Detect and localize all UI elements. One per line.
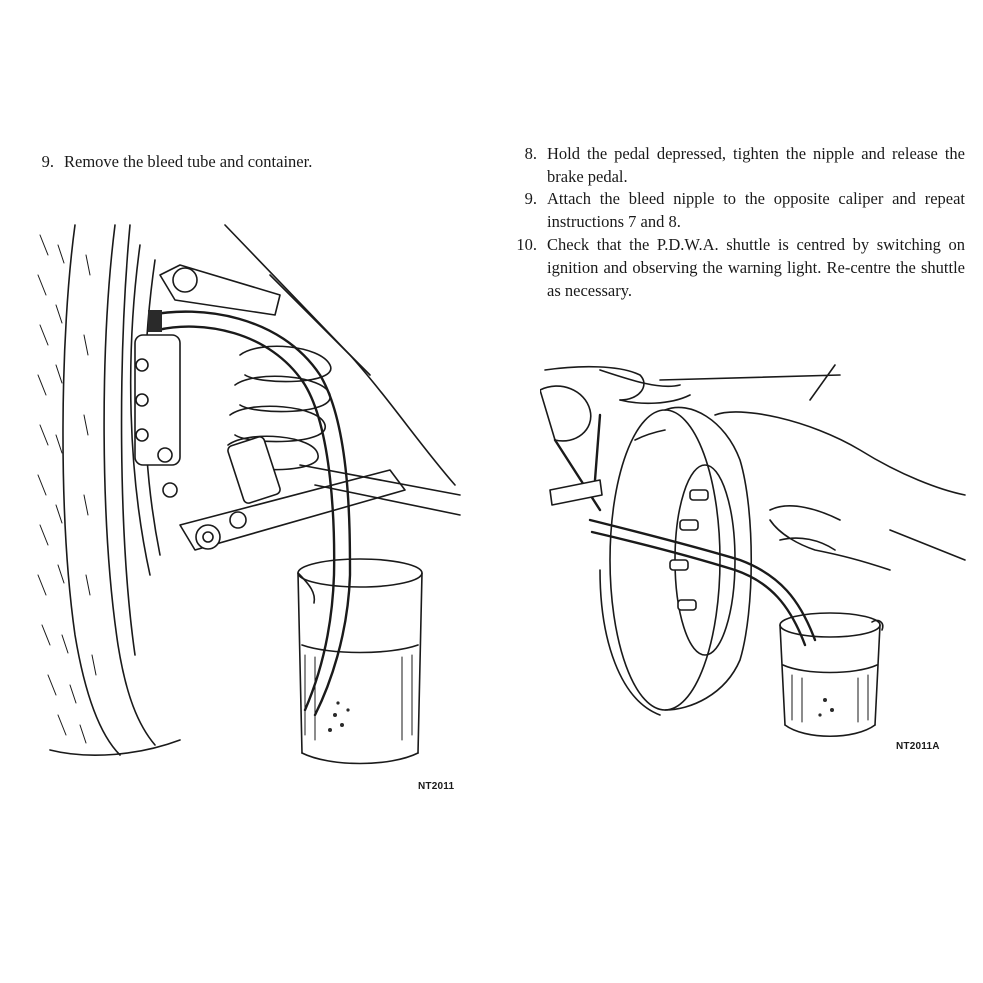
step-number: 9.: [41, 152, 54, 171]
right-step-8: 8. Hold the pedal depressed, tighten the…: [503, 142, 965, 188]
step-text: Attach the bleed nipple to the opposite …: [547, 189, 965, 231]
step-text: Check that the P.D.W.A. shuttle is centr…: [547, 235, 965, 300]
step-number: 10.: [516, 235, 537, 254]
right-step-9: 9. Attach the bleed nipple to the opposi…: [503, 187, 965, 233]
bleed-tube-icon: [148, 310, 352, 717]
wheel-studs-icon: [669, 489, 709, 611]
rear-brake-bleed-illustration: [540, 364, 966, 738]
hand-icon: [714, 411, 966, 571]
step-number: 8.: [524, 144, 537, 163]
brake-drum-icon: [599, 406, 752, 716]
step-text: Hold the pedal depressed, tighten the ni…: [547, 144, 965, 186]
figure-code-rear: NT2011A: [896, 741, 940, 752]
left-step-9: 9. Remove the bleed tube and container.: [20, 150, 460, 174]
hand-icon: [544, 364, 841, 405]
front-brake-bleed-illustration: [37, 224, 461, 765]
figure-code-front: NT2011: [418, 781, 455, 792]
brake-disc-icon: [129, 244, 181, 576]
glass-container-icon: [779, 612, 884, 738]
right-step-10: 10. Check that the P.D.W.A. shuttle is c…: [503, 233, 965, 303]
bleed-tube-icon: [588, 518, 817, 647]
suspension-arm-icon: [179, 464, 461, 551]
step-number: 9.: [524, 189, 537, 208]
glass-container-icon: [297, 558, 423, 765]
tyre-icon: [37, 224, 181, 756]
step-text: Remove the bleed tube and container.: [64, 152, 313, 171]
